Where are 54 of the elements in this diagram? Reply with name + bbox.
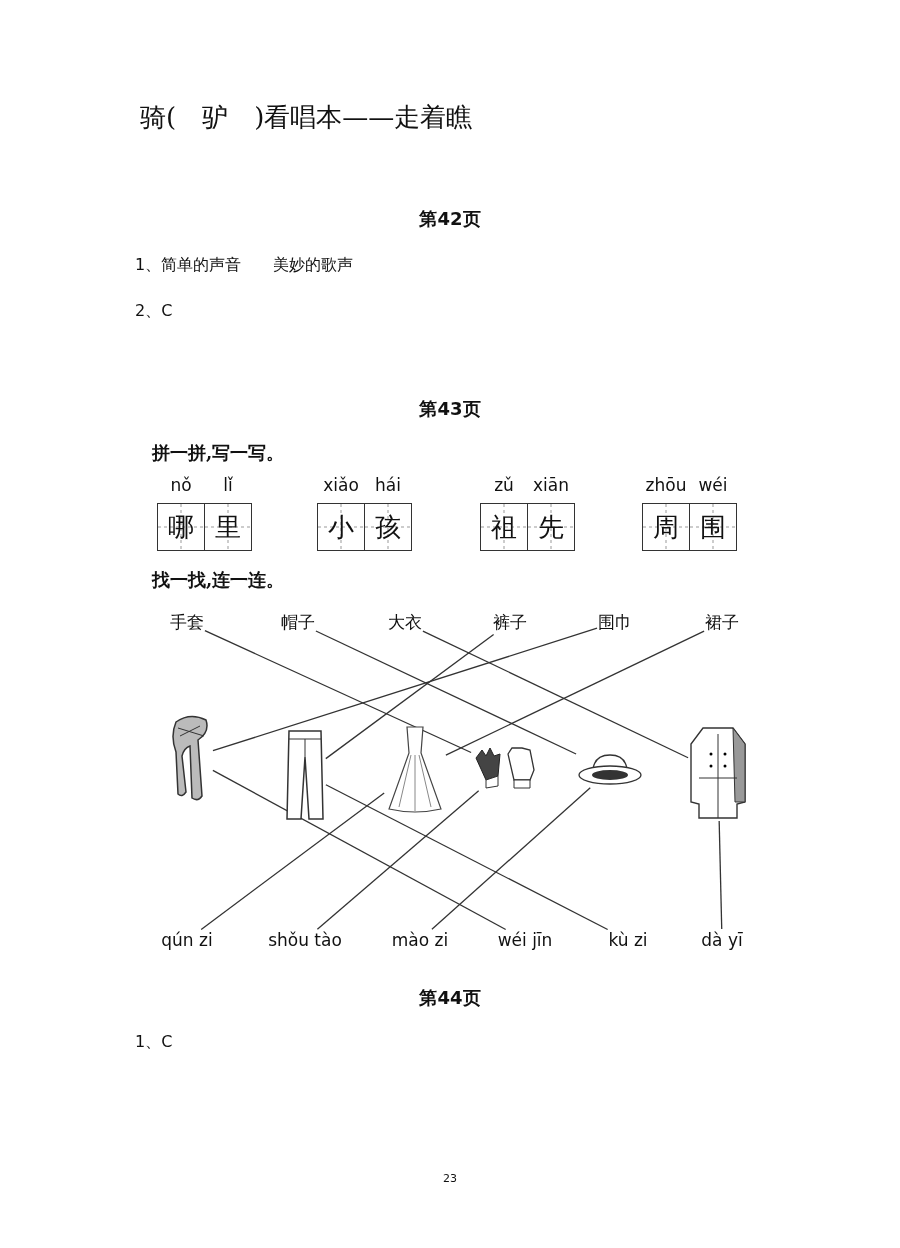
pinyin-label: zǔ — [494, 475, 514, 495]
pinyin-label: mào zi — [391, 930, 449, 950]
dress-drawing — [385, 725, 445, 815]
word-label: 裤子 — [493, 611, 527, 634]
writing-grid-cell: 小 — [317, 503, 365, 551]
writing-grid-cell: 孩 — [364, 503, 412, 551]
matching-line — [325, 784, 609, 931]
matching-line — [212, 769, 507, 931]
pinyin-label: xiǎo — [323, 475, 359, 495]
writing-grid-cell: 周 — [642, 503, 690, 551]
matching-line — [325, 633, 495, 760]
pinyin-label: wéi jīn — [497, 930, 553, 950]
word-label: 手套 — [170, 611, 204, 634]
matching-line — [316, 790, 480, 930]
page-heading: 第42页 — [419, 207, 481, 231]
instruction-text: 找一找,连一连。 — [152, 568, 285, 592]
page-heading: 第44页 — [419, 986, 481, 1010]
answer-text: 1、C — [135, 1032, 173, 1053]
matching-line — [422, 630, 689, 759]
answer-text: 1、简单的声音 美妙的歌声 — [135, 255, 354, 276]
writing-grid-cell: 祖 — [480, 503, 528, 551]
word-label: 裙子 — [705, 611, 739, 634]
matching-line — [431, 787, 591, 930]
writing-grid-cell: 围 — [689, 503, 737, 551]
pinyin-label: shǒu tào — [268, 930, 342, 950]
pinyin-label: nǒ — [170, 475, 192, 495]
matching-line — [445, 630, 705, 756]
word-label: 帽子 — [281, 611, 315, 634]
matching-line — [200, 792, 385, 931]
pinyin-label: lǐ — [223, 475, 233, 495]
coat-drawing — [689, 724, 747, 820]
matching-line — [315, 630, 577, 755]
writing-grid-cell: 哪 — [157, 503, 205, 551]
pinyin-label: wéi — [698, 475, 728, 495]
matching-line — [718, 820, 723, 930]
trousers-drawing — [285, 727, 325, 821]
matching-line — [204, 630, 472, 754]
pinyin-label: dà yī — [701, 930, 743, 950]
instruction-text: 拼一拼,写一写。 — [152, 441, 285, 465]
word-label: 大衣 — [388, 611, 422, 634]
word-label: 围巾 — [598, 611, 632, 634]
writing-grid-cell: 先 — [527, 503, 575, 551]
pinyin-label: xiān — [533, 475, 569, 495]
pinyin-label: zhōu — [645, 475, 687, 495]
hat-drawing — [577, 753, 643, 787]
page-number: 23 — [443, 1172, 457, 1185]
answer-text: 2、C — [135, 301, 173, 322]
riddle-text: 骑( 驴 )看唱本——走着瞧 — [140, 101, 473, 134]
page-heading: 第43页 — [419, 397, 481, 421]
pinyin-label: qún zi — [161, 930, 213, 950]
pinyin-label: hái — [375, 475, 401, 495]
pinyin-label: kù zi — [608, 930, 648, 950]
matching-line — [212, 627, 598, 752]
writing-grid-cell: 里 — [204, 503, 252, 551]
